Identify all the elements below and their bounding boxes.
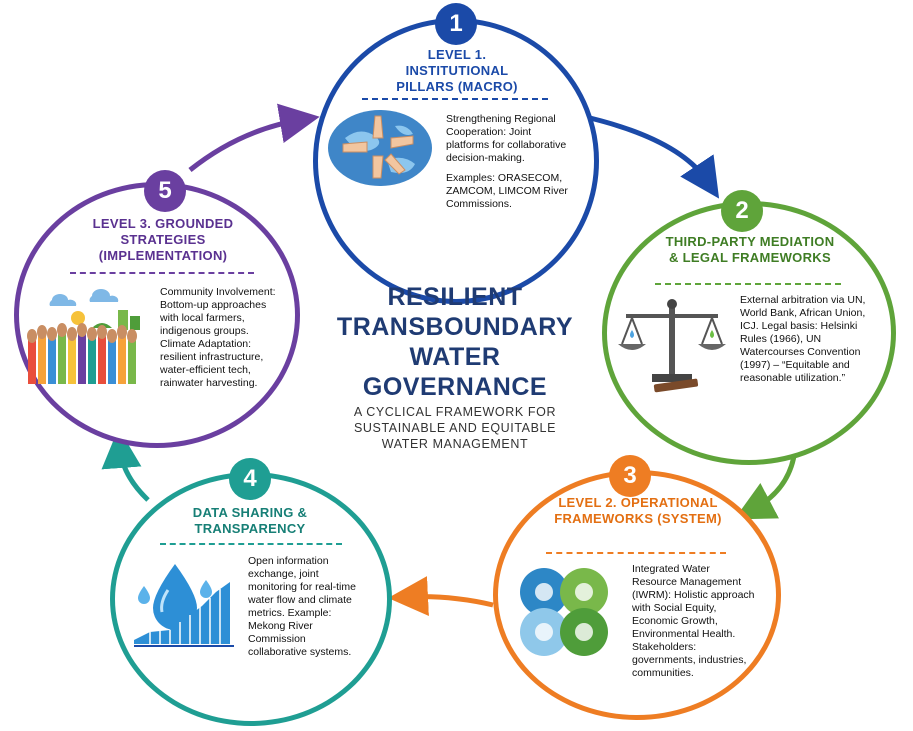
node-4-divider [160,543,342,545]
water-drop-chart-icon [134,564,234,647]
globe-hands-icon [328,110,432,186]
node-1-title: LEVEL 1. INSTITUTIONAL PILLARS (MACRO) [396,47,518,94]
node-1-divider [362,98,548,100]
node-2-number-badge: 2 [721,190,763,232]
scales-of-justice-icon [618,299,726,393]
node-2-circle [602,201,896,465]
node-1-number-badge: 1 [435,3,477,45]
node-3-divider [546,552,726,554]
arrow-1-to-2 [589,115,720,199]
node-2-paragraph-1: External arbitration via UN, World Bank,… [740,294,866,384]
arrow-4-to-5 [101,428,150,502]
node-2-divider [655,283,841,285]
community-hands-icon [27,289,140,384]
node-5-paragraph-1: Community Involvement: Bottom-up approac… [160,286,276,389]
node-5-title: LEVEL 3. GROUNDED STRATEGIES (IMPLEMENTA… [92,216,234,263]
node-3-number-badge: 3 [609,455,651,497]
node-2-body: External arbitration via UN, World Bank,… [740,294,868,392]
diagram-subtitle: A CYCLICAL FRAMEWORK FOR SUSTAINABLE AND… [353,405,557,451]
arrow-5-to-1 [188,103,320,172]
node-4-title: DATA SHARING & TRANSPARENCY [192,505,308,536]
node-3-paragraph-1: Integrated Water Resource Management (IW… [632,563,755,679]
node-4-body: Open information exchange, joint monitor… [248,555,366,666]
arrow-3-to-4 [388,576,494,617]
node-1-paragraph-1: Strengthening Regional Cooperation: Join… [446,113,567,164]
node-5-divider [70,272,254,274]
iwrm-gears-icon [520,568,608,656]
node-3-body: Integrated Water Resource Management (IW… [632,563,757,687]
node-1-paragraph-2: Examples: ORASECOM, ZAMCOM, LIMCOM River… [446,172,568,210]
node-3-title: LEVEL 2. OPERATIONAL FRAMEWORKS (SYSTEM) [554,495,722,526]
node-4-number-badge: 4 [229,458,271,500]
node-2-title: THIRD-PARTY MEDIATION & LEGAL FRAMEWORKS [665,234,835,265]
node-1-body: Strengthening Regional Cooperation: Join… [446,113,568,218]
diagram-title: RESILIENT TRANSBOUNDARY WATER GOVERNANCE [336,283,574,401]
node-5-number-badge: 5 [144,170,186,212]
node-4-paragraph-1: Open information exchange, joint monitor… [248,555,356,658]
node-5-body: Community Involvement: Bottom-up approac… [160,286,286,397]
